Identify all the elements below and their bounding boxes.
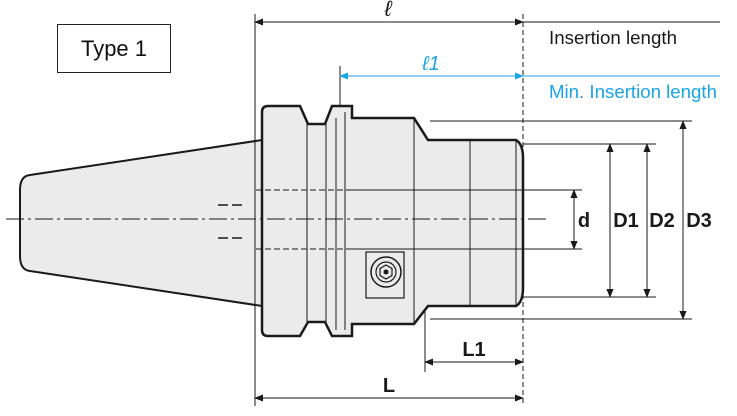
taper-shank — [19, 138, 263, 308]
flange-body — [260, 104, 525, 338]
label-d: d — [578, 210, 590, 232]
label-D1: D1 — [613, 210, 639, 232]
diameter-extension-lines — [430, 120, 692, 320]
hidden-lines — [218, 112, 523, 330]
label-l1: ℓ1 — [421, 53, 440, 75]
label-D2: D2 — [649, 210, 675, 232]
label-insertion-length: Insertion length — [549, 28, 677, 48]
label-min-insertion-length: Min. Insertion length — [549, 82, 717, 102]
label-L1: L1 — [462, 339, 485, 361]
type-label: Type 1 — [80, 35, 148, 61]
label-L: L — [383, 375, 395, 397]
set-screw — [365, 251, 405, 299]
label-D3: D3 — [686, 210, 712, 232]
type-label-box: Type 1 — [57, 24, 171, 73]
label-l: ℓ — [383, 0, 392, 21]
